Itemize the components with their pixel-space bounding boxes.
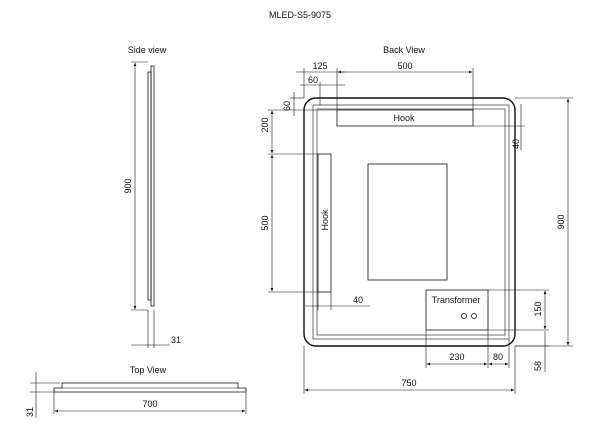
center-panel [367, 163, 448, 281]
dim-60-h: 60 [308, 75, 318, 85]
dim-125: 125 [312, 61, 327, 71]
side-view-mirror-body [150, 65, 155, 307]
drawing-title: MLED-S5-9075 [269, 10, 331, 20]
dim-200: 200 [260, 117, 270, 132]
side-view-label: Side view [128, 45, 167, 55]
dim-500-top: 500 [397, 61, 412, 71]
dim-58: 58 [533, 361, 543, 371]
dim-230: 230 [449, 352, 464, 362]
transformer-label: Transformer [432, 295, 481, 305]
mirror-outer-frame [303, 97, 516, 347]
side-view: Side view 900 31 [123, 45, 181, 348]
dim-750: 750 [401, 378, 416, 388]
transformer-terminal-2 [471, 313, 477, 319]
top-view-width-dim: 700 [142, 399, 157, 409]
dim-150: 150 [533, 301, 543, 316]
top-view-depth-dim: 31 [25, 407, 35, 417]
side-view-mirror-front [147, 71, 152, 301]
hook-left-label: Hook [320, 209, 330, 231]
hook-top [336, 109, 474, 127]
transformer-terminal-1 [461, 313, 467, 319]
top-view-label: Top View [130, 365, 167, 375]
back-view: Back View Hook Hook Transformer 125 500 [260, 45, 573, 394]
top-view: Top View 31 700 [25, 365, 247, 418]
mirror-inner-frame-2 [316, 108, 506, 336]
hook-top-label: Hook [393, 113, 415, 123]
dim-80: 80 [493, 352, 503, 362]
hook-left [317, 153, 332, 293]
mirror-inner-frame [312, 104, 510, 340]
dim-900-right: 900 [556, 214, 566, 229]
dim-500-left: 500 [260, 215, 270, 230]
dim-60-v: 60 [282, 101, 292, 111]
dim-40-right: 40 [511, 139, 521, 149]
side-view-height-dim: 900 [123, 178, 133, 193]
side-view-depth-dim: 31 [171, 335, 181, 345]
transformer-box [425, 289, 489, 331]
dim-40-bottom: 40 [353, 295, 363, 305]
top-view-mirror-profile [53, 382, 247, 393]
back-view-label: Back View [383, 45, 425, 55]
